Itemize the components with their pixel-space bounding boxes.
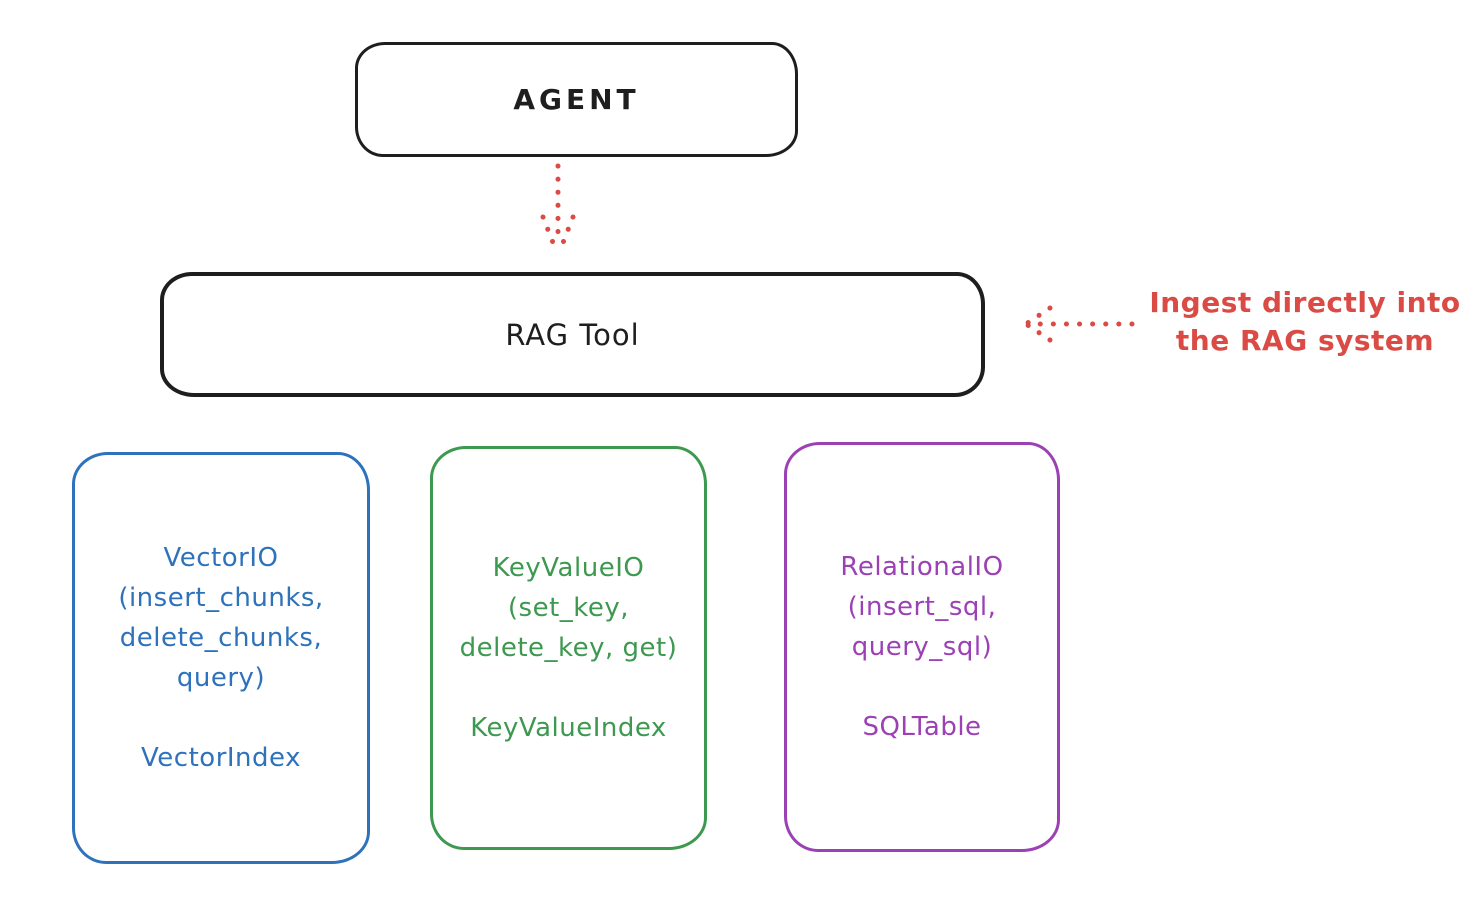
relational-io-signature: RelationalIO (insert_sql, query_sql): [840, 547, 1003, 667]
ingest-annotation-line1: Ingest directly into: [1149, 286, 1461, 319]
vector-io-line: delete_chunks,: [119, 623, 323, 653]
relational-io-line: (insert_sql,: [847, 592, 997, 622]
rag-tool-label: RAG Tool: [505, 317, 640, 352]
agent-label: AGENT: [513, 83, 640, 116]
card-keyvalue-io: KeyValueIO (set_key, delete_key, get) Ke…: [430, 446, 707, 850]
keyvalue-io-line: (set_key,: [507, 593, 630, 623]
relational-io-line: query_sql): [851, 632, 993, 662]
ingest-annotation: Ingest directly into the RAG system: [1135, 284, 1475, 360]
vector-io-line: (insert_chunks,: [118, 583, 324, 613]
ingest-annotation-line2: the RAG system: [1175, 324, 1435, 357]
vector-io-signature: VectorIO (insert_chunks, delete_chunks, …: [118, 538, 323, 698]
card-vector-io: VectorIO (insert_chunks, delete_chunks, …: [72, 452, 370, 864]
card-relational-io: RelationalIO (insert_sql, query_sql) SQL…: [784, 442, 1060, 852]
keyvalue-io-line: delete_key, get): [459, 633, 678, 663]
rag-tool-node: RAG Tool: [160, 272, 985, 397]
keyvalue-index-label: KeyValueIndex: [470, 713, 667, 743]
vector-index-label: VectorIndex: [141, 743, 301, 773]
ingest-dotted-arrow-icon: [1023, 305, 1135, 343]
agent-to-rag-dotted-arrow-icon: [540, 163, 576, 256]
vector-io-line: query): [176, 663, 266, 693]
agent-node: AGENT: [355, 42, 798, 157]
keyvalue-io-line: KeyValueIO: [492, 553, 645, 583]
vector-io-line: VectorIO: [163, 543, 279, 573]
relational-io-line: RelationalIO: [840, 552, 1004, 582]
sql-table-label: SQLTable: [862, 712, 982, 742]
keyvalue-io-signature: KeyValueIO (set_key, delete_key, get): [460, 548, 678, 668]
